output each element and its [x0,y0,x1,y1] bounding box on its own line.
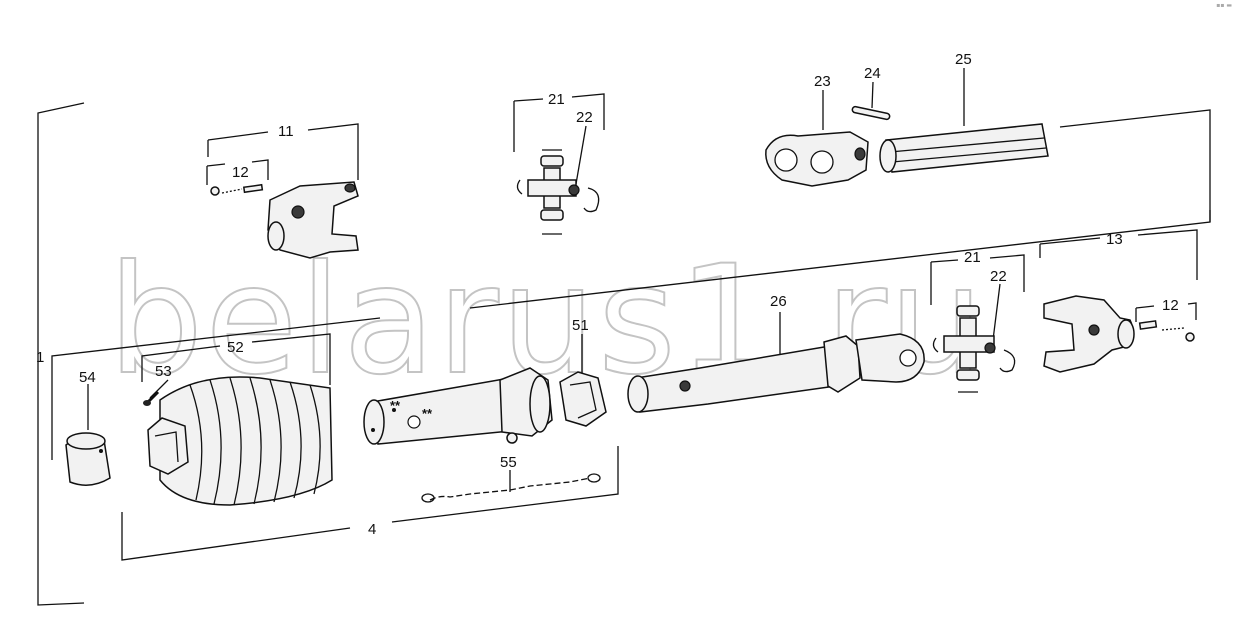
label-53: 53 [155,363,172,380]
part-25-profile-shaft [879,123,1049,173]
part-51-bearing-ring [559,371,607,427]
part-12-spring-pin-right [1138,320,1195,342]
label-11: 11 [278,123,294,140]
label-51: 51 [572,317,589,334]
bracket-4 [121,446,619,561]
label-24: 24 [864,65,881,82]
bracket-12 [206,159,269,185]
bracket-21-right [930,254,1025,305]
bracket-21-top [513,93,605,152]
part-54-ring [65,432,111,486]
label-25: 25 [955,51,972,68]
part-4-guard-tube [363,367,553,445]
label-54: 54 [79,369,96,386]
label-22-right: 22 [990,268,1007,285]
label-4: 4 [368,521,376,538]
label-21: 21 [548,91,565,108]
label-12: 12 [232,164,249,181]
bracket-12-right [1135,302,1197,322]
label-12-right: 12 [1162,297,1179,314]
label-22: 22 [576,109,593,126]
bracket-13 [1039,229,1198,280]
label-55: 55 [500,454,517,471]
part-24-roll-pin [851,105,891,121]
label-1: 1 [36,349,44,366]
part-53-screw [143,390,160,406]
part-12-spring-pin [210,183,264,196]
bracket-1 [37,102,85,606]
part-23-flange-yoke [765,131,869,187]
label-23: 23 [814,73,831,90]
part-26-inner-shaft [627,333,925,413]
part-13-yoke-right [1043,295,1135,373]
part-21-cross-kit-right [932,305,1016,393]
label-13: 13 [1106,231,1123,248]
part-55-chain [421,473,601,503]
bracket-upper-right [1059,109,1211,222]
label-52: 52 [227,339,244,356]
label-26: 26 [770,293,787,310]
bracket-52 [141,333,331,385]
corner-mark: ▪▪ ▬ [1216,2,1232,9]
part-11-yoke [267,181,359,259]
leader-22-top [575,125,587,185]
part-52-bellows [147,376,333,506]
bracket-11 [207,123,359,180]
marker-asterisks-1: ** [390,398,401,413]
label-21-right: 21 [964,249,981,266]
part-21-cross-kit-top [516,149,600,235]
leader-24 [871,81,874,109]
marker-asterisks-2: ** [422,406,433,421]
